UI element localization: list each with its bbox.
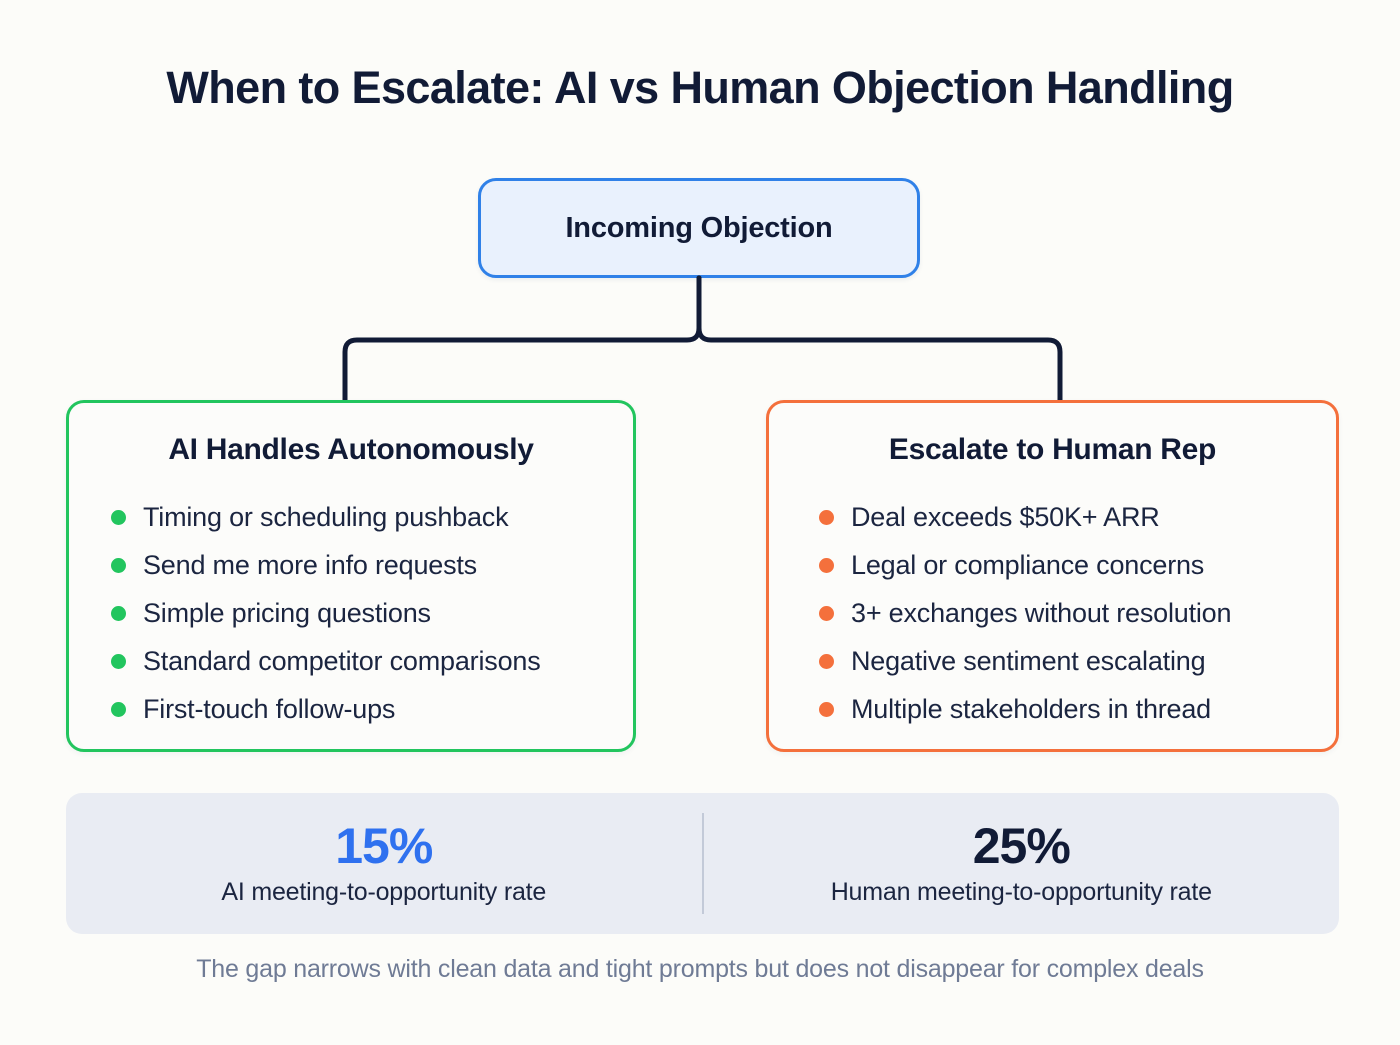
list-item-label: 3+ exchanges without resolution — [851, 597, 1232, 628]
page-title: When to Escalate: AI vs Human Objection … — [166, 62, 1234, 113]
list-item-label: Simple pricing questions — [143, 597, 431, 628]
node-incoming-objection-label: Incoming Objection — [565, 211, 833, 244]
stat-ai-rate-label: AI meeting-to-opportunity rate — [221, 878, 547, 907]
stats-bar: 15% AI meeting-to-opportunity rate 25% H… — [66, 793, 1339, 934]
list-item: 3+ exchanges without resolution — [819, 589, 1336, 637]
branch-escalate-human: Escalate to Human Rep Deal exceeds $50K+… — [766, 400, 1339, 752]
list-item-label: First-touch follow-ups — [143, 693, 396, 724]
list-item-label: Timing or scheduling pushback — [143, 501, 509, 532]
list-item: Negative sentiment escalating — [819, 637, 1336, 685]
list-item: Send me more info requests — [111, 541, 633, 589]
dot-bullet-icon — [819, 605, 834, 621]
stats-divider — [701, 813, 704, 914]
dot-bullet-icon — [819, 509, 834, 525]
list-item-label: Legal or compliance concerns — [851, 549, 1205, 580]
dot-bullet-icon — [819, 701, 834, 717]
footnote: The gap narrows with clean data and tigh… — [196, 955, 1204, 983]
list-item: Deal exceeds $50K+ ARR — [819, 493, 1336, 541]
list-item-label: Negative sentiment escalating — [851, 645, 1206, 676]
dot-bullet-icon — [111, 509, 126, 525]
list-item: Legal or compliance concerns — [819, 541, 1336, 589]
list-item-label: Standard competitor comparisons — [143, 645, 541, 676]
branch-escalate-human-title: Escalate to Human Rep — [888, 433, 1217, 466]
branch-escalate-human-list: Deal exceeds $50K+ ARR Legal or complian… — [769, 493, 1336, 733]
branch-ai-handles-list: Timing or scheduling pushback Send me mo… — [69, 493, 633, 733]
dot-bullet-icon — [111, 653, 126, 669]
list-item: First-touch follow-ups — [111, 685, 633, 733]
connector-lines — [342, 275, 1063, 403]
list-item: Simple pricing questions — [111, 589, 633, 637]
dot-bullet-icon — [111, 701, 126, 717]
stat-human-rate: 25% Human meeting-to-opportunity rate — [704, 820, 1340, 908]
dot-bullet-icon — [819, 557, 834, 573]
list-item-label: Multiple stakeholders in thread — [851, 693, 1212, 724]
list-item: Standard competitor comparisons — [111, 637, 633, 685]
list-item: Multiple stakeholders in thread — [819, 685, 1336, 733]
stat-human-rate-label: Human meeting-to-opportunity rate — [830, 878, 1212, 907]
stat-ai-rate: 15% AI meeting-to-opportunity rate — [66, 820, 702, 908]
branch-ai-handles: AI Handles Autonomously Timing or schedu… — [66, 400, 636, 752]
stat-ai-rate-value: 15% — [335, 817, 433, 874]
stat-human-rate-value: 25% — [972, 817, 1071, 874]
list-item-label: Send me more info requests — [143, 549, 477, 580]
branch-ai-handles-title: AI Handles Autonomously — [168, 433, 534, 466]
node-incoming-objection: Incoming Objection — [478, 178, 920, 278]
dot-bullet-icon — [111, 557, 126, 573]
dot-bullet-icon — [819, 653, 834, 669]
dot-bullet-icon — [111, 605, 126, 621]
list-item-label: Deal exceeds $50K+ ARR — [851, 501, 1160, 532]
list-item: Timing or scheduling pushback — [111, 493, 633, 541]
